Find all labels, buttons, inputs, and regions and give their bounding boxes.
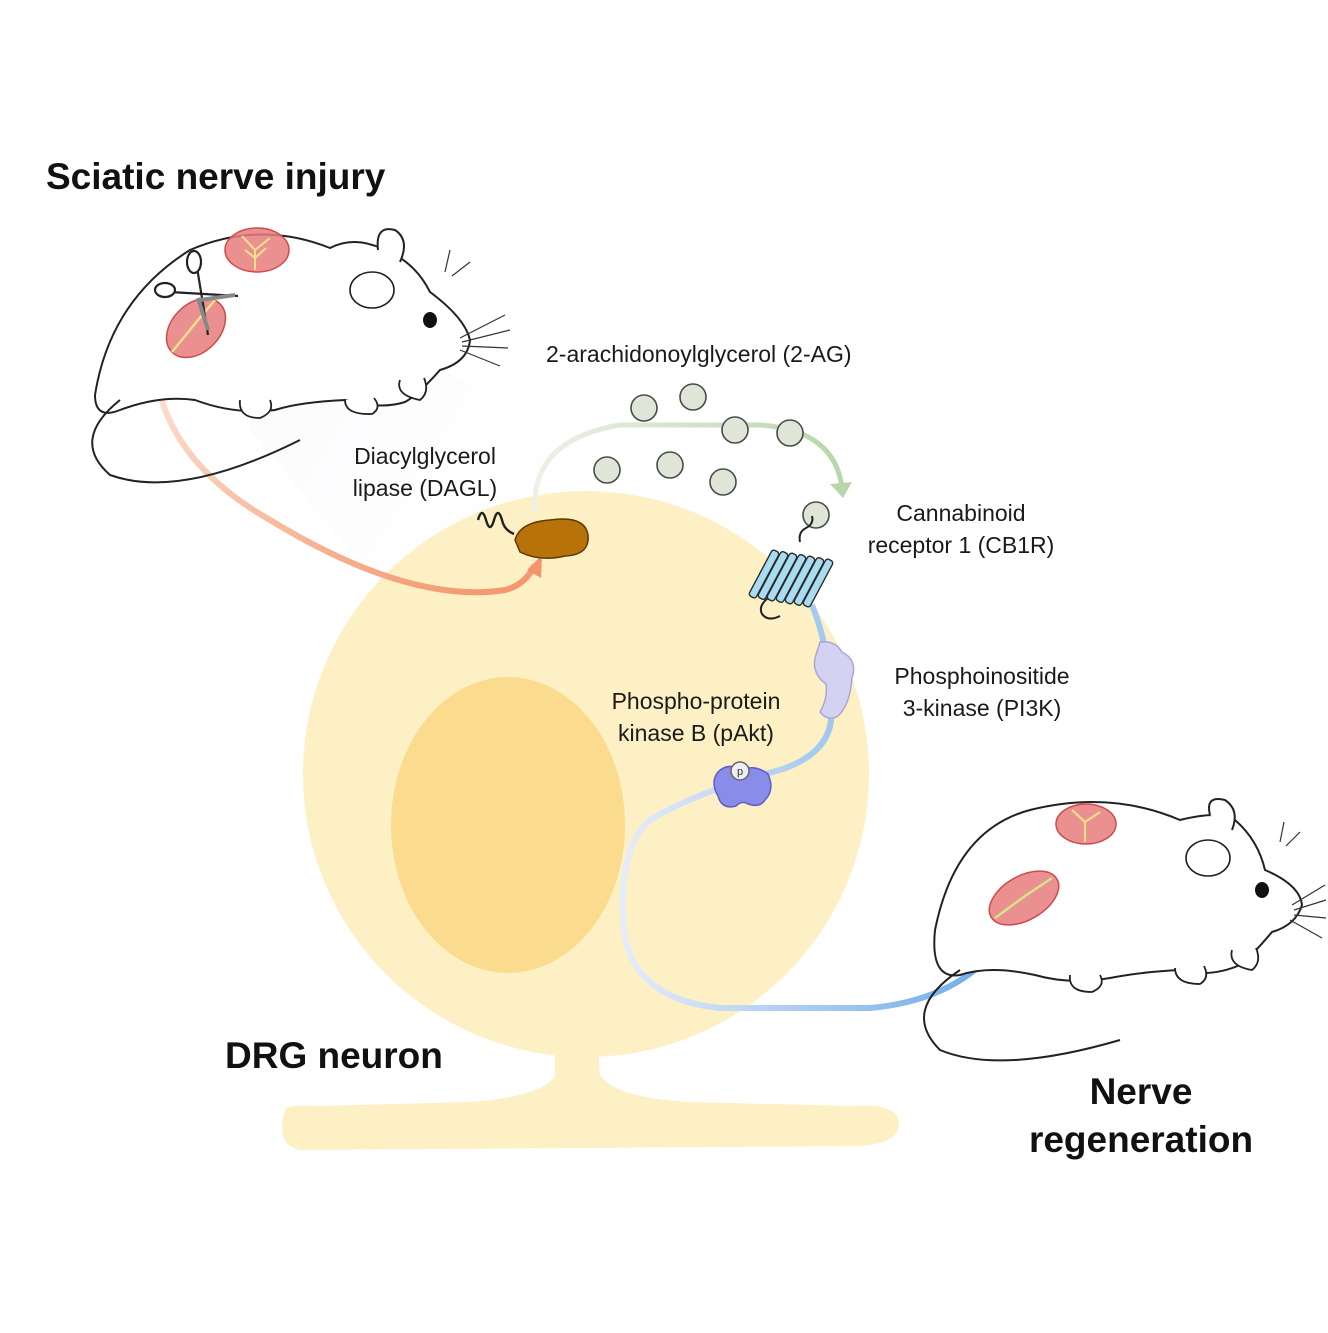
regenerated-mouse-ear-inner	[1185, 839, 1231, 877]
dagl-line-2: lipase (DAGL)	[352, 475, 498, 502]
regeneration-line-2: regeneration	[1028, 1119, 1254, 1161]
neuron-axon	[282, 1005, 899, 1150]
injured-mouse-ear	[376, 228, 405, 263]
regenerated-mouse-paws	[1069, 947, 1260, 993]
injured-mouse-tail	[91, 399, 301, 484]
2ag-molecule	[656, 451, 684, 479]
title-sciatic-nerve-injury: Sciatic nerve injury	[46, 156, 386, 197]
drg-neuron	[282, 491, 899, 1150]
injured-leg-region	[165, 297, 227, 359]
label-pakt: Phospho-protein kinase B (pAkt)	[590, 685, 802, 749]
2ag-molecule	[776, 419, 804, 447]
cb1r-receptor	[748, 515, 834, 620]
injured-mouse	[91, 227, 511, 484]
dagl-anchor	[476, 511, 515, 536]
cb1r-line-2: receptor 1 (CB1R)	[867, 532, 1055, 559]
mouse-icon	[933, 801, 1304, 982]
pakt-line-1: Phospho-protein	[611, 688, 781, 714]
label-cb1r: Cannabinoid receptor 1 (CB1R)	[858, 497, 1064, 561]
label-2ag: 2-arachidonoylglycerol (2-AG)	[546, 341, 852, 367]
regeneration-line-1: Nerve	[1089, 1071, 1193, 1112]
title-nerve-regeneration: Nerve regeneration	[1010, 1068, 1272, 1164]
cb1r-tail-top	[798, 515, 814, 543]
injured-brain-region	[224, 227, 290, 273]
regenerated-mouse-tail	[923, 969, 1121, 1062]
injured-mouse-whiskers	[444, 249, 511, 367]
cb1r-line-1: Cannabinoid	[896, 500, 1026, 526]
scissors-icon	[153, 249, 239, 336]
injury-arrowhead	[527, 555, 542, 578]
dagl-line-1: Diacylglycerol	[354, 443, 496, 469]
injured-mouse-ear-inner	[349, 271, 395, 309]
pakt-line-2: kinase B (pAkt)	[618, 720, 774, 747]
molecule-release-arrow	[532, 422, 845, 513]
2ag-molecule	[679, 383, 707, 411]
2ag-molecule	[721, 416, 749, 444]
cb1r-tail-bottom	[759, 597, 781, 620]
phospho-group	[730, 761, 750, 781]
label-dagl: Diacylglycerol lipase (DAGL)	[330, 440, 520, 504]
regenerated-mouse-ear	[1208, 798, 1236, 831]
pi3k-line-2: 3-kinase (PI3K)	[902, 695, 1062, 722]
pi3k-protein	[813, 640, 855, 719]
regenerated-mouse-whiskers	[1279, 821, 1327, 939]
phospho-mark: p	[737, 766, 743, 778]
molecule-release-arrowhead	[830, 482, 852, 498]
regenerated-brain-nerve	[1071, 809, 1101, 842]
regenerated-mouse	[923, 798, 1327, 1062]
injured-mouse-eye	[423, 312, 437, 328]
cb1r-helix	[802, 558, 834, 608]
2ag-molecules	[593, 383, 830, 529]
injury-arrow	[152, 367, 538, 596]
regenerated-sciatic-nerve	[994, 877, 1053, 919]
injured-sciatic-nerve	[171, 299, 216, 353]
2ag-molecule	[802, 501, 830, 529]
injured-brain-nerve	[241, 235, 271, 270]
regenerated-mouse-eye	[1255, 882, 1269, 898]
title-drg-neuron: DRG neuron	[225, 1035, 443, 1076]
2ag-molecule	[630, 394, 658, 422]
nucleus	[391, 677, 625, 973]
2ag-molecule	[709, 468, 737, 496]
injured-mouse-paws	[238, 377, 428, 419]
dagl-enzyme	[514, 518, 589, 559]
2ag-molecule	[593, 456, 621, 484]
label-pi3k: Phosphoinositide 3-kinase (PI3K)	[872, 660, 1092, 724]
pi3k-line-1: Phosphoinositide	[894, 663, 1070, 689]
